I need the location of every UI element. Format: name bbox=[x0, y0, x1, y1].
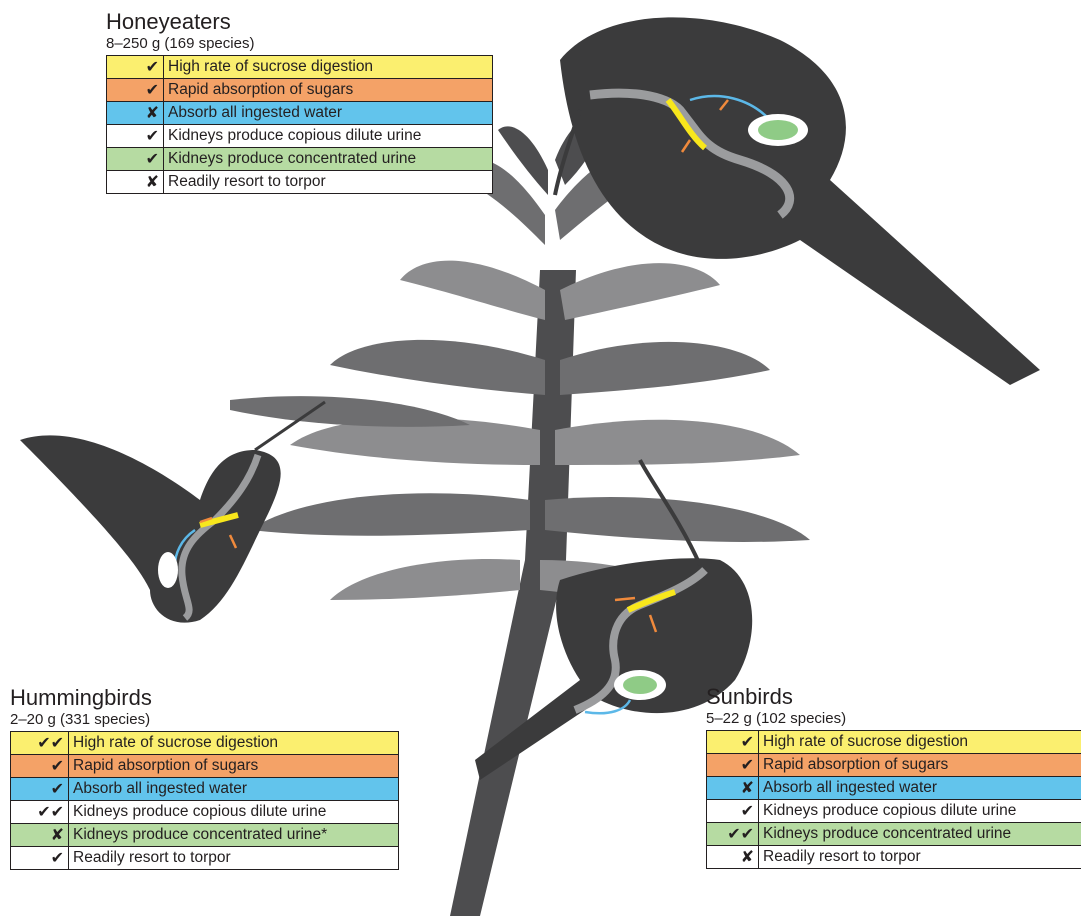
trait-label: Kidneys produce concentrated urine bbox=[164, 148, 493, 171]
trait-label: Kidneys produce concentrated urine bbox=[759, 823, 1081, 846]
trait-mark: ✔ bbox=[107, 125, 164, 148]
hummingbirds-subtitle: 2–20 g (331 species) bbox=[10, 711, 399, 728]
trait-label: Readily resort to torpor bbox=[164, 171, 493, 194]
hummingbird-kidney bbox=[158, 552, 178, 588]
honeyeaters-title: Honeyeaters bbox=[106, 10, 493, 34]
hummingbird-bird bbox=[20, 402, 325, 623]
trait-row: ✘Readily resort to torpor bbox=[707, 846, 1081, 869]
trait-row: ✘Absorb all ingested water bbox=[107, 102, 493, 125]
trait-row: ✔✔High rate of sucrose digestion bbox=[11, 732, 399, 755]
trait-label: Kidneys produce copious dilute urine bbox=[69, 801, 399, 824]
trait-label: Absorb all ingested water bbox=[164, 102, 493, 125]
sunbirds-subtitle: 5–22 g (102 species) bbox=[706, 710, 1069, 727]
trait-mark: ✔✔ bbox=[707, 823, 759, 846]
sunbirds-trait-table: ✔High rate of sucrose digestion ✔Rapid a… bbox=[706, 730, 1081, 869]
trait-label: Kidneys produce concentrated urine* bbox=[69, 824, 399, 847]
trait-mark: ✔ bbox=[107, 56, 164, 79]
hummingbirds-trait-table: ✔✔High rate of sucrose digestion ✔Rapid … bbox=[10, 731, 399, 870]
trait-label: Kidneys produce copious dilute urine bbox=[759, 800, 1081, 823]
trait-mark: ✘ bbox=[707, 846, 759, 869]
trait-row: ✔Rapid absorption of sugars bbox=[707, 754, 1081, 777]
trait-row: ✔Absorb all ingested water bbox=[11, 778, 399, 801]
trait-row: ✔Readily resort to torpor bbox=[11, 847, 399, 870]
trait-row: ✔Kidneys produce copious dilute urine bbox=[107, 125, 493, 148]
trait-row: ✔Rapid absorption of sugars bbox=[107, 79, 493, 102]
honeyeaters-subtitle: 8–250 g (169 species) bbox=[106, 35, 493, 52]
trait-mark: ✔ bbox=[107, 79, 164, 102]
trait-label: Rapid absorption of sugars bbox=[69, 755, 399, 778]
trait-row: ✔✔Kidneys produce copious dilute urine bbox=[11, 801, 399, 824]
trait-row: ✔Rapid absorption of sugars bbox=[11, 755, 399, 778]
trait-row: ✔High rate of sucrose digestion bbox=[107, 56, 493, 79]
trait-mark: ✔ bbox=[11, 755, 69, 778]
trait-row: ✘Readily resort to torpor bbox=[107, 171, 493, 194]
trait-label: High rate of sucrose digestion bbox=[69, 732, 399, 755]
honeyeaters-trait-table: ✔High rate of sucrose digestion ✔Rapid a… bbox=[106, 55, 493, 194]
trait-mark: ✘ bbox=[11, 824, 69, 847]
trait-label: Kidneys produce copious dilute urine bbox=[164, 125, 493, 148]
trait-row: ✘Absorb all ingested water bbox=[707, 777, 1081, 800]
trait-row: ✘Kidneys produce concentrated urine* bbox=[11, 824, 399, 847]
trait-row: ✔Kidneys produce concentrated urine bbox=[107, 148, 493, 171]
trait-mark: ✔ bbox=[707, 800, 759, 823]
trait-mark: ✔✔ bbox=[11, 732, 69, 755]
trait-label: Readily resort to torpor bbox=[759, 846, 1081, 869]
hummingbirds-title: Hummingbirds bbox=[10, 686, 399, 710]
trait-mark: ✔ bbox=[707, 754, 759, 777]
trait-mark: ✘ bbox=[107, 102, 164, 125]
trait-row: ✔✔Kidneys produce concentrated urine bbox=[707, 823, 1081, 846]
honeyeaters-panel: Honeyeaters 8–250 g (169 species) ✔High … bbox=[106, 10, 493, 194]
trait-label: Readily resort to torpor bbox=[69, 847, 399, 870]
trait-label: Absorb all ingested water bbox=[69, 778, 399, 801]
trait-mark: ✔✔ bbox=[11, 801, 69, 824]
hummingbirds-panel: Hummingbirds 2–20 g (331 species) ✔✔High… bbox=[10, 686, 399, 870]
trait-label: High rate of sucrose digestion bbox=[164, 56, 493, 79]
trait-mark: ✔ bbox=[107, 148, 164, 171]
trait-row: ✔High rate of sucrose digestion bbox=[707, 731, 1081, 754]
trait-mark: ✘ bbox=[107, 171, 164, 194]
honeyeater-bird bbox=[555, 17, 1040, 385]
trait-mark: ✔ bbox=[11, 847, 69, 870]
trait-mark: ✔ bbox=[11, 778, 69, 801]
trait-label: Absorb all ingested water bbox=[759, 777, 1081, 800]
sunbirds-title: Sunbirds bbox=[706, 685, 1069, 709]
trait-mark: ✔ bbox=[707, 731, 759, 754]
trait-label: Rapid absorption of sugars bbox=[164, 79, 493, 102]
trait-label: High rate of sucrose digestion bbox=[759, 731, 1081, 754]
sunbirds-panel: Sunbirds 5–22 g (102 species) ✔High rate… bbox=[706, 685, 1069, 869]
trait-row: ✔Kidneys produce copious dilute urine bbox=[707, 800, 1081, 823]
trait-mark: ✘ bbox=[707, 777, 759, 800]
trait-label: Rapid absorption of sugars bbox=[759, 754, 1081, 777]
